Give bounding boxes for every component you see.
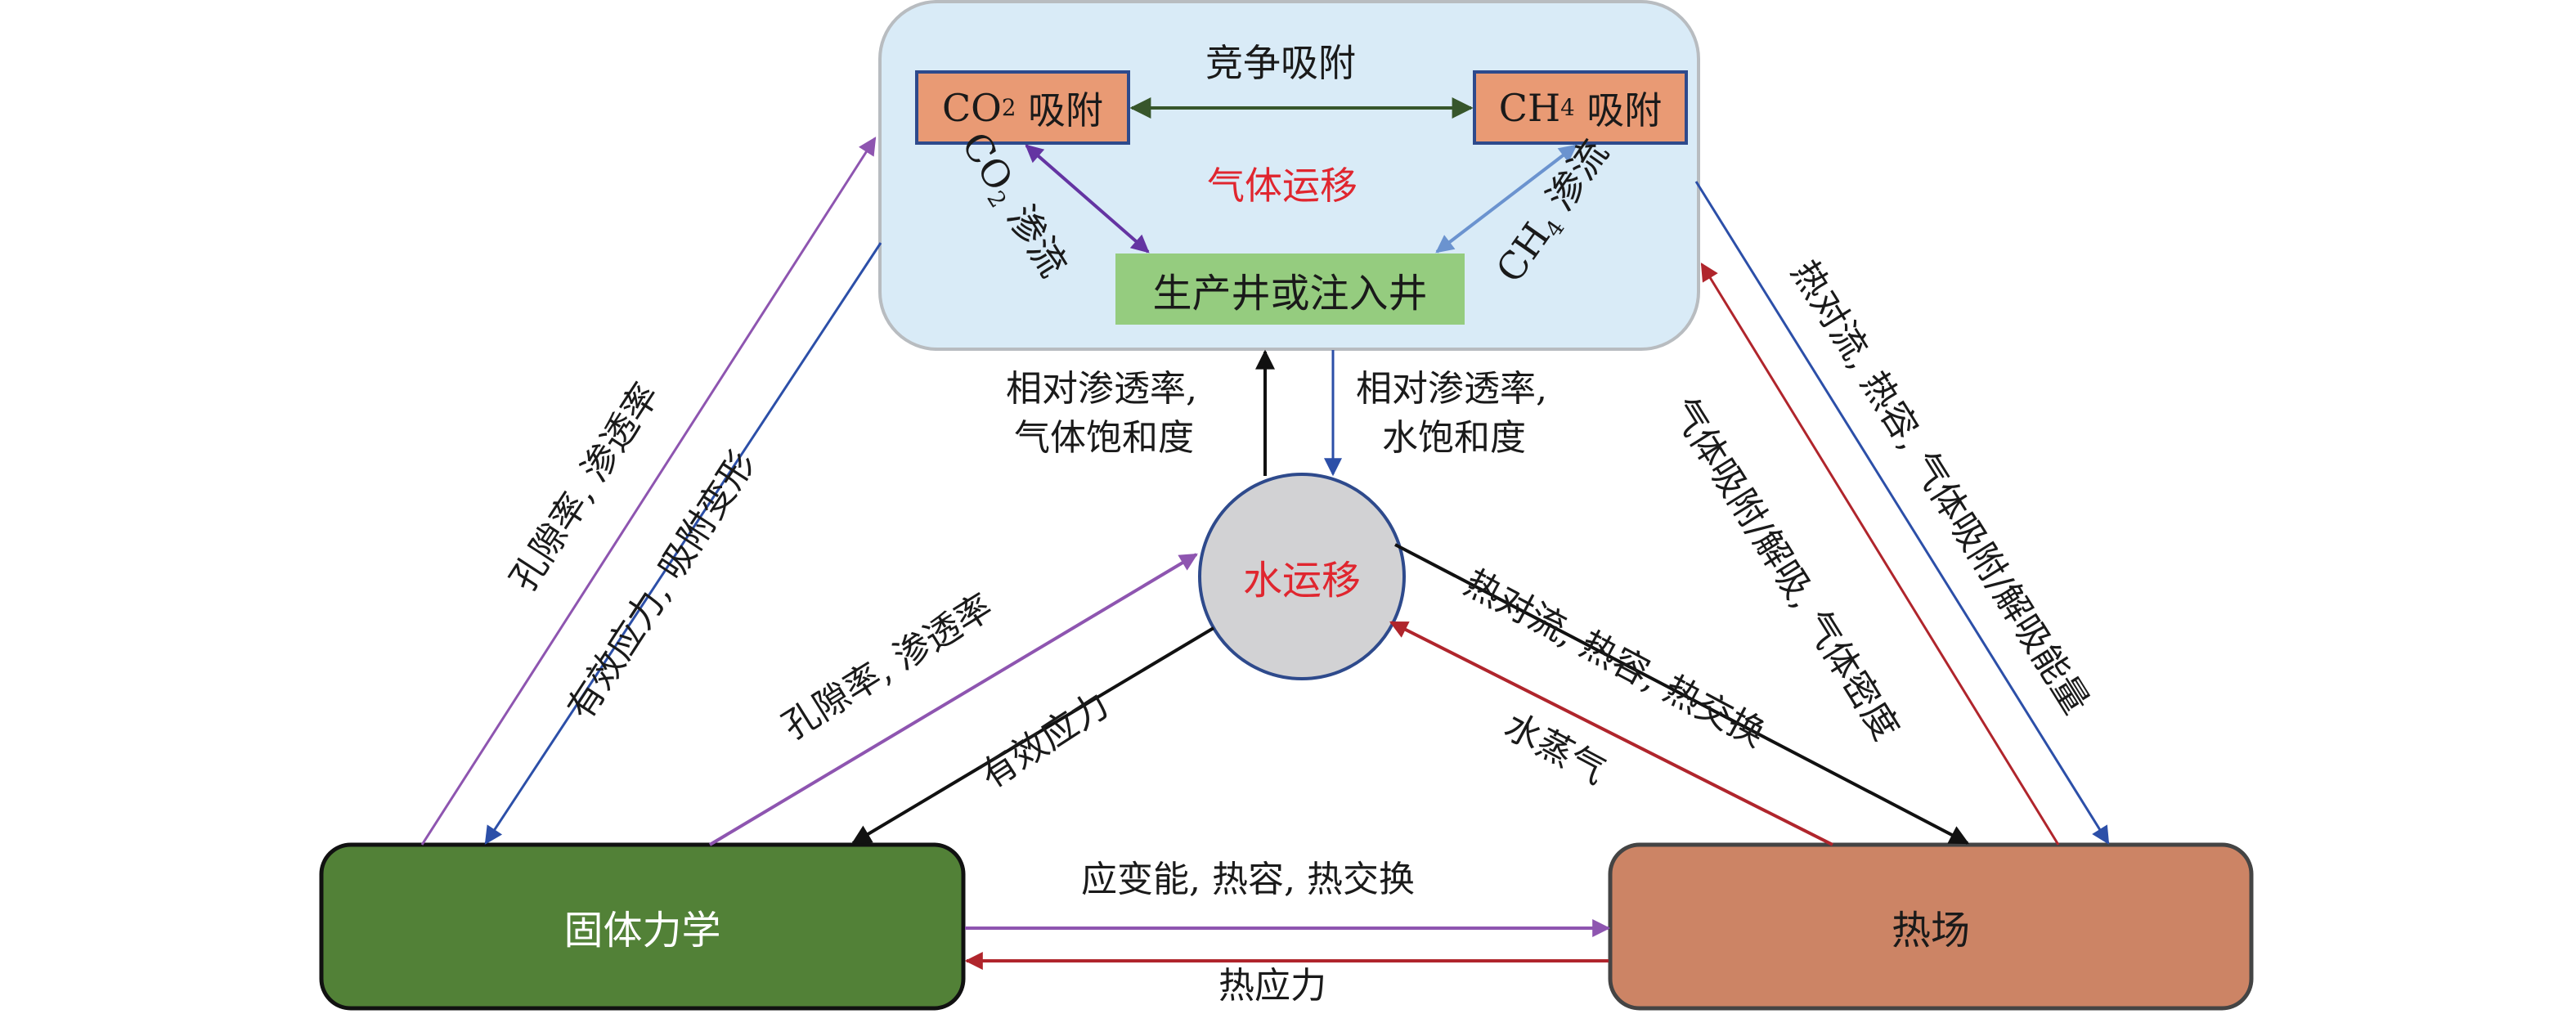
water-to-gas-label-line2: 气体饱和度 [1014,417,1194,459]
gas-to-water-label-line2: 水饱和度 [1382,417,1526,459]
thermal-to-solid-label: 热应力 [1218,965,1326,1007]
ch4-adsorption-box[interactable] [1473,70,1688,145]
ch4-subscript: 4 [1560,94,1575,121]
solid-mechanics-box[interactable] [319,842,966,1011]
solid-to-thermal-label: 应变能, 热容, 热交换 [1081,859,1415,900]
co2-prefix: CO [941,85,1002,130]
competitive-adsorption-label: 竞争吸附 [1205,41,1356,85]
well-label: 生产井或注入井 [1152,270,1428,316]
water-migration-node[interactable] [1198,473,1406,680]
solid-to-water-arrow [708,553,1198,846]
co2-subscript: 2 [1001,94,1016,121]
ch4-seepage-arrow [1435,144,1577,254]
co2-suffix: 吸附 [1016,87,1104,132]
water-to-solid-arrow [850,626,1215,845]
solid-mechanics-label: 固体力学 [563,908,721,953]
ch4-suffix: 吸附 [1574,87,1663,132]
co2-adsorption-box[interactable] [915,70,1130,145]
solid-to-gas-arrow [420,137,877,846]
co2-seepage-arrow [1025,144,1150,254]
water-to-gas-label-line1: 相对渗透率, [1006,368,1197,410]
gas-to-water-label-line1: 相对渗透率, [1356,368,1547,410]
gas-to-thermal-arrow [1694,181,2110,845]
water-migration-label: 水运移 [1242,558,1361,603]
ch4-prefix: CH [1498,85,1561,130]
thermal-field-label: 热场 [1891,908,1970,953]
gas-to-solid-arrow [484,242,882,845]
water-to-thermal-arrow [1394,543,1970,845]
thermal-to-water-arrow [1389,621,1833,846]
well-box[interactable] [1115,254,1465,325]
gas-migration-label: 气体运移 [1207,164,1358,208]
thermal-to-gas-arrow [1700,262,2060,846]
